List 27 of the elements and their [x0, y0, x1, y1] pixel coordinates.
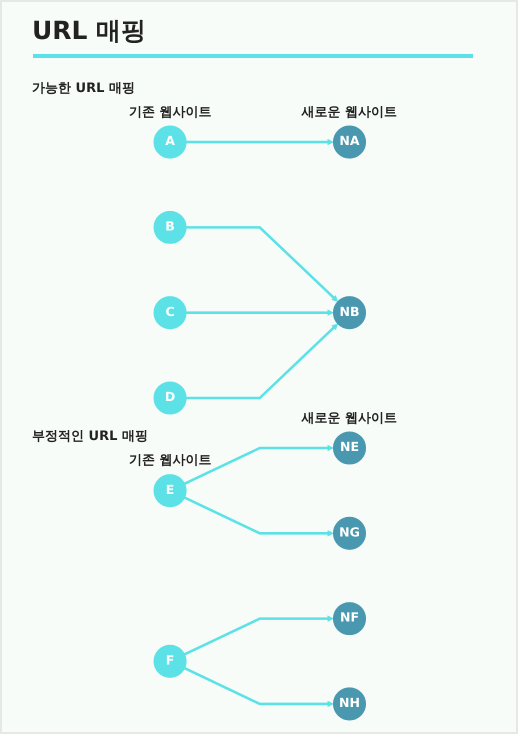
node-circle: NH: [333, 687, 366, 720]
column-label: 기존 웹사이트: [128, 104, 212, 121]
section-heading: 부정적인 URL 매핑: [32, 428, 148, 446]
node-circle: C: [154, 296, 187, 330]
column-label: 새로운 웹사이트: [302, 410, 398, 427]
node-circle: E: [154, 474, 187, 508]
arrow: [184, 615, 334, 656]
arrow: [186, 324, 338, 400]
node-circle: NE: [333, 431, 366, 465]
arrow: [184, 444, 334, 485]
arrow: [184, 496, 334, 537]
node-circle: NA: [333, 126, 366, 159]
page-title: URL 매핑: [32, 15, 146, 47]
column-label: 새로운 웹사이트: [302, 104, 398, 121]
node-circle: F: [154, 644, 187, 678]
column-label: 기존 웹사이트: [128, 452, 212, 470]
arrow: [186, 309, 334, 316]
section-heading: 가능한 URL 매핑: [32, 80, 135, 97]
arrow: [184, 667, 334, 708]
node-circle: A: [154, 126, 187, 159]
node-circle: B: [154, 210, 187, 244]
node-circle: NF: [333, 602, 366, 636]
node-circle: D: [154, 381, 187, 415]
arrow: [186, 138, 334, 146]
node-circle: NG: [333, 516, 366, 550]
node-circle: NB: [333, 296, 366, 330]
arrow: [186, 226, 338, 302]
